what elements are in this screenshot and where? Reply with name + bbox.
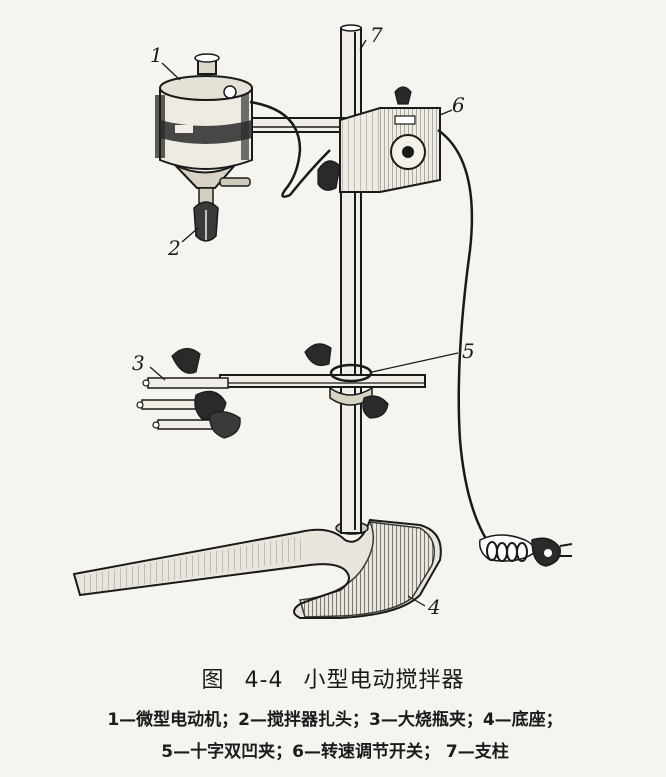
motor-cable bbox=[249, 100, 331, 198]
label-1: 1 bbox=[150, 43, 163, 67]
legend-line-2: 5—十字双凹夹；6—转速调节开关； 7—支柱 bbox=[161, 742, 509, 762]
legend-line-1: 1—微型电动机；2—搅拌器扎头；3—大烧瓶夹；4—底座； bbox=[107, 710, 563, 730]
double-boss-clamp bbox=[304, 343, 389, 419]
base bbox=[72, 518, 442, 619]
label-4: 4 bbox=[427, 595, 441, 619]
leader-lines bbox=[149, 39, 459, 607]
label-7: 7 bbox=[370, 23, 383, 47]
micro-motor bbox=[155, 53, 253, 189]
label-3: 3 bbox=[132, 351, 145, 375]
caption-number: 4-4 bbox=[244, 668, 284, 693]
figure-caption: 图 4-4 小型电动搅拌器 bbox=[0, 662, 666, 694]
flask-clamp bbox=[136, 347, 241, 439]
caption-prefix: 图 bbox=[201, 668, 225, 693]
stirrer-chuck bbox=[193, 187, 219, 242]
figure-legend: 1—微型电动机；2—搅拌器扎头；3—大烧瓶夹；4—底座； 5—十字双凹夹；6—转… bbox=[20, 704, 650, 768]
label-5: 5 bbox=[462, 339, 475, 363]
support-rod bbox=[340, 24, 362, 534]
power-plug bbox=[478, 534, 573, 567]
clamp-rod bbox=[219, 374, 426, 388]
power-cable bbox=[437, 128, 492, 546]
label-2: 2 bbox=[167, 236, 181, 260]
label-6: 6 bbox=[452, 93, 465, 117]
speed-switch-box bbox=[317, 86, 441, 193]
caption-title: 小型电动搅拌器 bbox=[303, 668, 465, 693]
